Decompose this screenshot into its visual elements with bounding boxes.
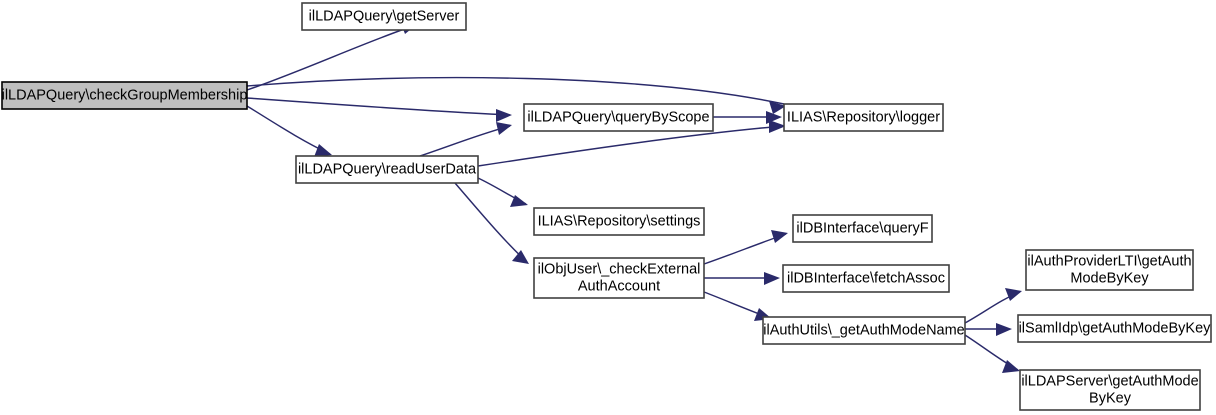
arrowhead-icon xyxy=(764,272,780,285)
node-settings[interactable]: ILIAS\Repository\settings xyxy=(533,207,705,236)
node-box[interactable] xyxy=(1019,369,1201,411)
node-ldapServer[interactable]: ilLDAPServer\getAuthModeByKey xyxy=(1019,369,1201,411)
call-edge-checkExternalAuthAccount-to-fetchAssoc xyxy=(704,272,780,285)
node-box[interactable] xyxy=(783,103,944,132)
node-label: ilLDAPQuery\queryByScope xyxy=(527,109,709,125)
node-label: ilAuthUtils\_getAuthModeName xyxy=(763,322,965,338)
node-label: ilLDAPServer\getAuthMode xyxy=(1021,373,1198,389)
node-label: AuthAccount xyxy=(578,278,660,294)
node-box[interactable] xyxy=(301,2,467,31)
node-box[interactable] xyxy=(295,155,479,184)
call-edge-queryByScope-to-logger xyxy=(713,111,782,124)
edge-line xyxy=(477,125,785,167)
arrowhead-icon xyxy=(769,101,786,114)
call-edge-checkGroupMembership-to-logger xyxy=(246,76,786,114)
arrowhead-icon xyxy=(766,111,782,124)
node-queryByScope[interactable]: ilLDAPQuery\queryByScope xyxy=(523,103,714,132)
node-box[interactable] xyxy=(782,264,950,293)
arrowhead-icon xyxy=(496,122,512,135)
arrowhead-icon xyxy=(1005,288,1022,301)
call-edge-checkGroupMembership-to-getServer xyxy=(246,21,417,91)
call-edge-getAuthModeName-to-samlIdp xyxy=(965,323,1012,336)
arrowhead-icon xyxy=(996,323,1012,336)
node-box[interactable] xyxy=(533,207,705,236)
node-label: ilDBInterface\fetchAssoc xyxy=(787,270,945,286)
arrowhead-icon xyxy=(771,230,788,243)
arrowhead-icon xyxy=(1002,360,1020,373)
arrowhead-icon xyxy=(769,120,786,133)
node-label: ilLDAPQuery\checkGroupMembership xyxy=(2,87,248,103)
edge-line xyxy=(246,24,417,91)
arrowhead-icon xyxy=(512,250,529,264)
node-getAuthModeName[interactable]: ilAuthUtils\_getAuthModeName xyxy=(762,316,966,345)
call-edge-getAuthModeName-to-ldapServer xyxy=(964,334,1020,373)
node-box[interactable] xyxy=(1,81,248,110)
edge-line xyxy=(454,182,528,263)
call-edge-readUserData-to-logger xyxy=(477,120,786,167)
node-fetchAssoc[interactable]: ilDBInterface\fetchAssoc xyxy=(782,264,950,293)
node-box[interactable] xyxy=(762,316,966,345)
node-box[interactable] xyxy=(1017,314,1212,343)
node-label: ilDBInterface\queryF xyxy=(796,220,928,236)
edge-line xyxy=(246,97,511,116)
node-box[interactable] xyxy=(1025,249,1194,291)
edge-line xyxy=(419,125,511,157)
node-label: ByKey xyxy=(1089,390,1132,406)
node-label: ilAuthProviderLTI\getAuth xyxy=(1027,253,1191,269)
node-box[interactable] xyxy=(792,214,933,243)
node-label: ILIAS\Repository\settings xyxy=(538,213,701,229)
call-edge-getAuthModeName-to-authProviderLTI xyxy=(964,288,1022,324)
edge-layer xyxy=(246,21,1022,373)
edge-line xyxy=(246,105,331,155)
node-label: ilLDAPQuery\readUserData xyxy=(298,161,477,177)
node-label: ilLDAPQuery\getServer xyxy=(309,8,460,24)
call-edge-checkGroupMembership-to-queryByScope xyxy=(246,97,512,122)
node-authProviderLTI[interactable]: ilAuthProviderLTI\getAuthModeByKey xyxy=(1025,249,1194,291)
node-box[interactable] xyxy=(523,103,714,132)
node-box[interactable] xyxy=(533,257,705,299)
call-edge-readUserData-to-queryByScope xyxy=(419,122,512,157)
call-edge-checkExternalAuthAccount-to-getAuthModeName xyxy=(703,291,772,321)
arrowhead-icon xyxy=(314,144,332,157)
node-label: ILIAS\Repository\logger xyxy=(787,109,940,125)
node-label: ilObjUser\_checkExternal xyxy=(538,261,701,277)
call-edge-checkGroupMembership-to-readUserData xyxy=(246,105,332,157)
node-label: ModeByKey xyxy=(1070,270,1149,286)
node-label: ilSamlIdp\getAuthModeByKey xyxy=(1019,320,1212,336)
call-edge-readUserData-to-checkExternalAuthAccount xyxy=(454,182,529,264)
node-getServer[interactable]: ilLDAPQuery\getServer xyxy=(301,2,467,31)
edge-line xyxy=(246,76,785,105)
node-readUserData[interactable]: ilLDAPQuery\readUserData xyxy=(295,155,479,184)
call-edge-checkExternalAuthAccount-to-queryF xyxy=(703,230,788,265)
node-samlIdp[interactable]: ilSamlIdp\getAuthModeByKey xyxy=(1017,314,1212,343)
node-checkGroupMembership[interactable]: ilLDAPQuery\checkGroupMembership xyxy=(1,81,248,110)
call-edge-readUserData-to-settings xyxy=(477,177,528,207)
node-logger[interactable]: ILIAS\Repository\logger xyxy=(783,103,944,132)
node-queryF[interactable]: ilDBInterface\queryF xyxy=(792,214,933,243)
arrowhead-icon xyxy=(496,109,512,122)
arrowhead-icon xyxy=(510,195,528,207)
